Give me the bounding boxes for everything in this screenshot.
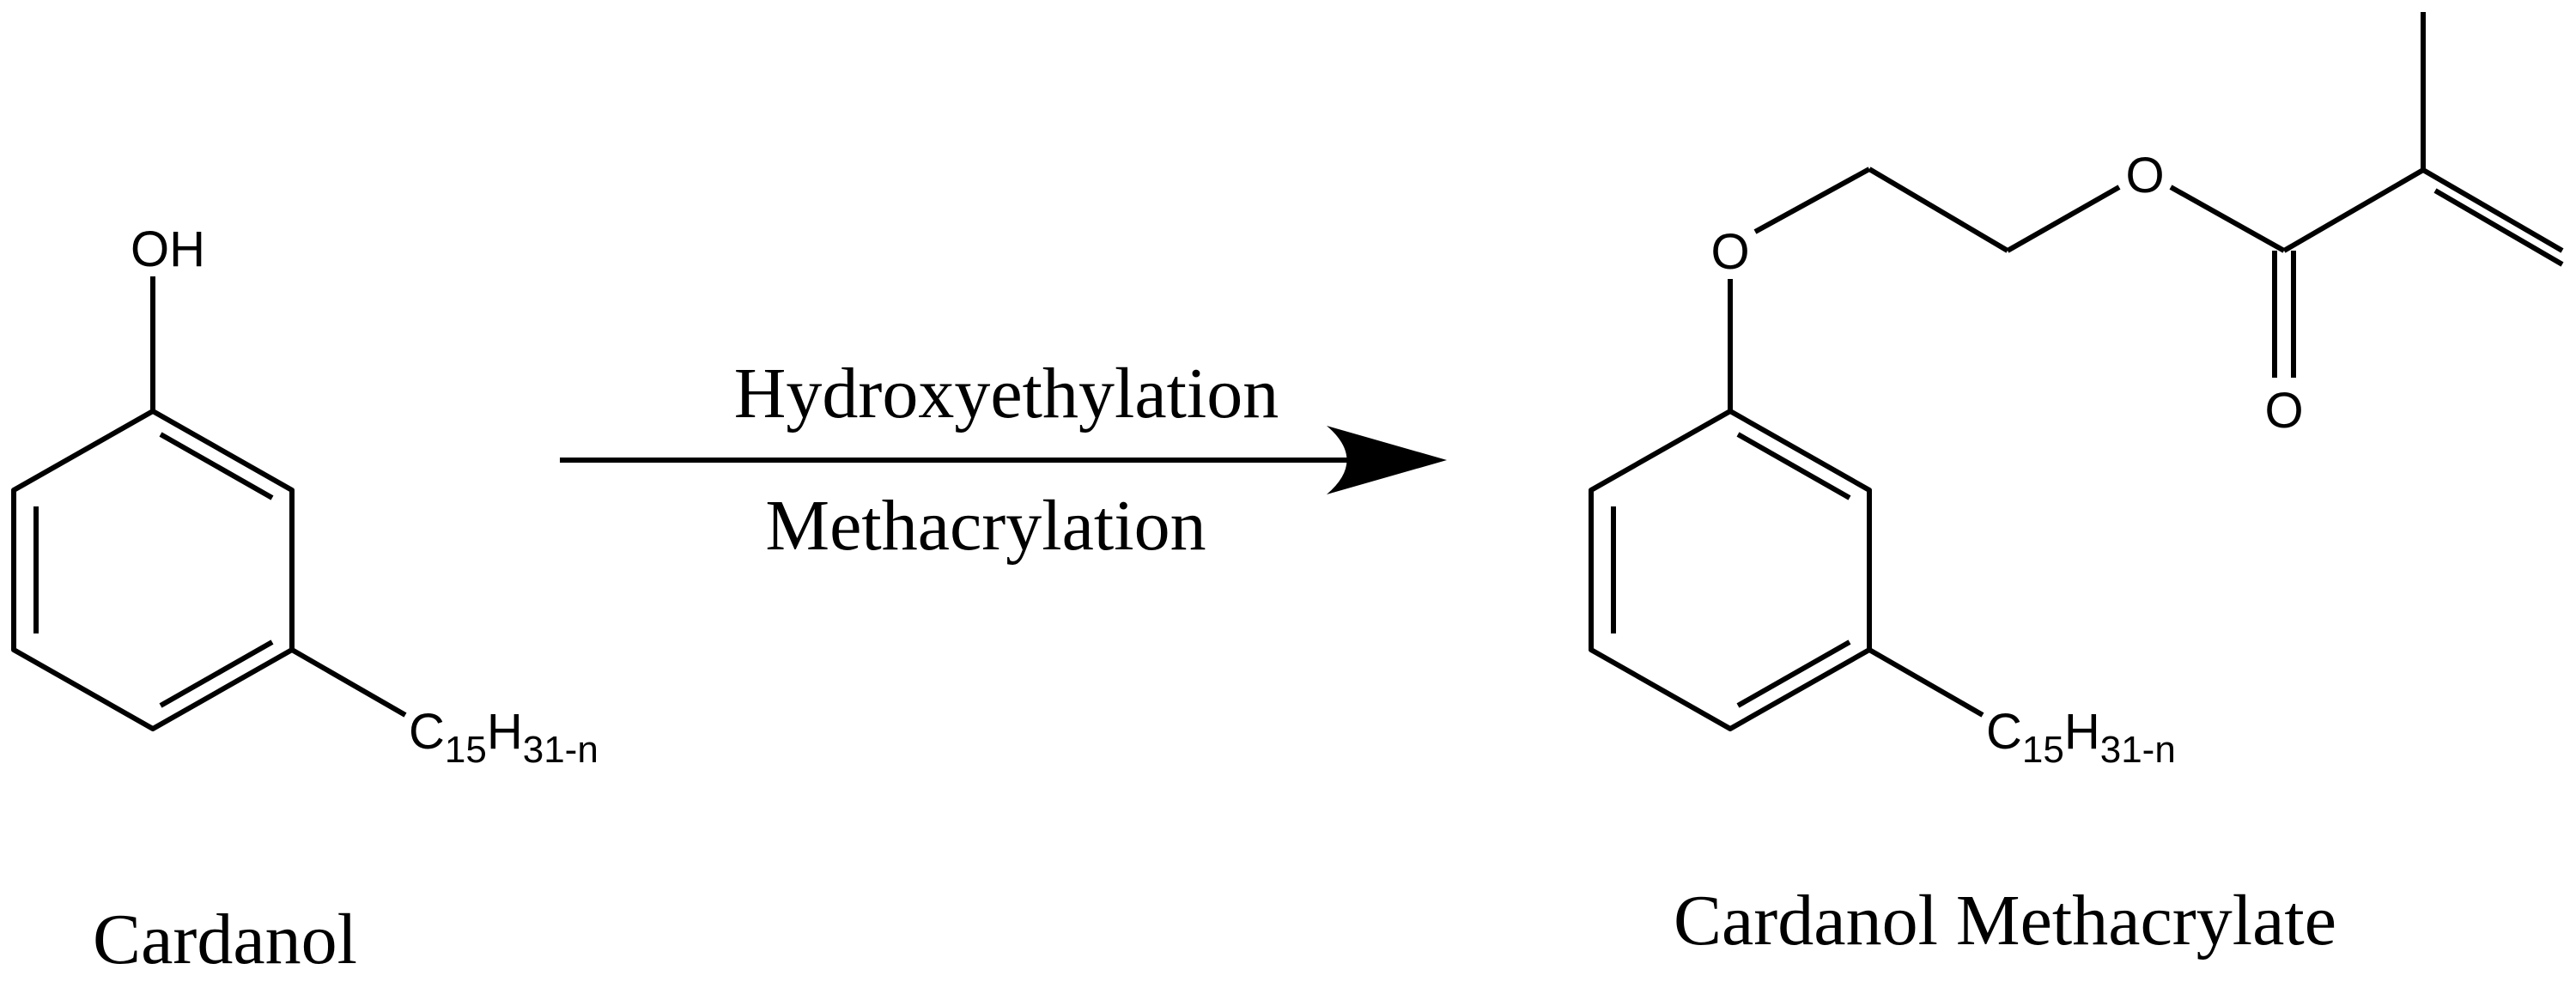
cardanol-double-bond-1 xyxy=(159,432,274,500)
product-chain-bond xyxy=(1868,647,1984,718)
ester-oxygen-bond-right xyxy=(2169,185,2286,253)
cardanol-chain-label: C15H31-n xyxy=(409,704,598,771)
product-double-bond-1 xyxy=(1736,432,1851,500)
ester-oxygen-label: O xyxy=(2125,148,2164,203)
reactant-name: Cardanol xyxy=(93,900,357,979)
arrow-head xyxy=(1327,426,1447,494)
vinyl-bond-1 xyxy=(2421,167,2564,253)
product-benzene-ring xyxy=(1589,409,1872,731)
carbonyl-oxygen-label: O xyxy=(2264,383,2303,439)
product-double-bond-2 xyxy=(1736,639,1851,708)
ether-bond-up xyxy=(1753,167,1871,234)
acyl-bond xyxy=(2282,167,2425,253)
ethylene-bond xyxy=(1868,167,2009,253)
reaction-step-1: Hydroxyethylation xyxy=(734,354,1279,433)
reaction-step-2: Methacrylation xyxy=(765,486,1206,566)
cardanol-methacrylate-structure: O O O C15H31-n xyxy=(1589,12,2564,771)
reaction-arrow xyxy=(560,426,1447,494)
product-chain-label: C15H31-n xyxy=(1986,704,2176,771)
cardanol-hydroxyl-label: OH xyxy=(131,221,205,277)
cardanol-structure: OH C15H31-n xyxy=(11,221,598,771)
ester-oxygen-bond-left xyxy=(2006,185,2121,253)
product-name: Cardanol Methacrylate xyxy=(1674,881,2336,961)
vinyl-bond-2 xyxy=(2433,188,2564,267)
cardanol-benzene-ring xyxy=(11,409,295,731)
ether-oxygen-label: O xyxy=(1710,224,1749,280)
cardanol-double-bond-2 xyxy=(159,639,274,708)
cardanol-chain-bond xyxy=(290,647,407,718)
